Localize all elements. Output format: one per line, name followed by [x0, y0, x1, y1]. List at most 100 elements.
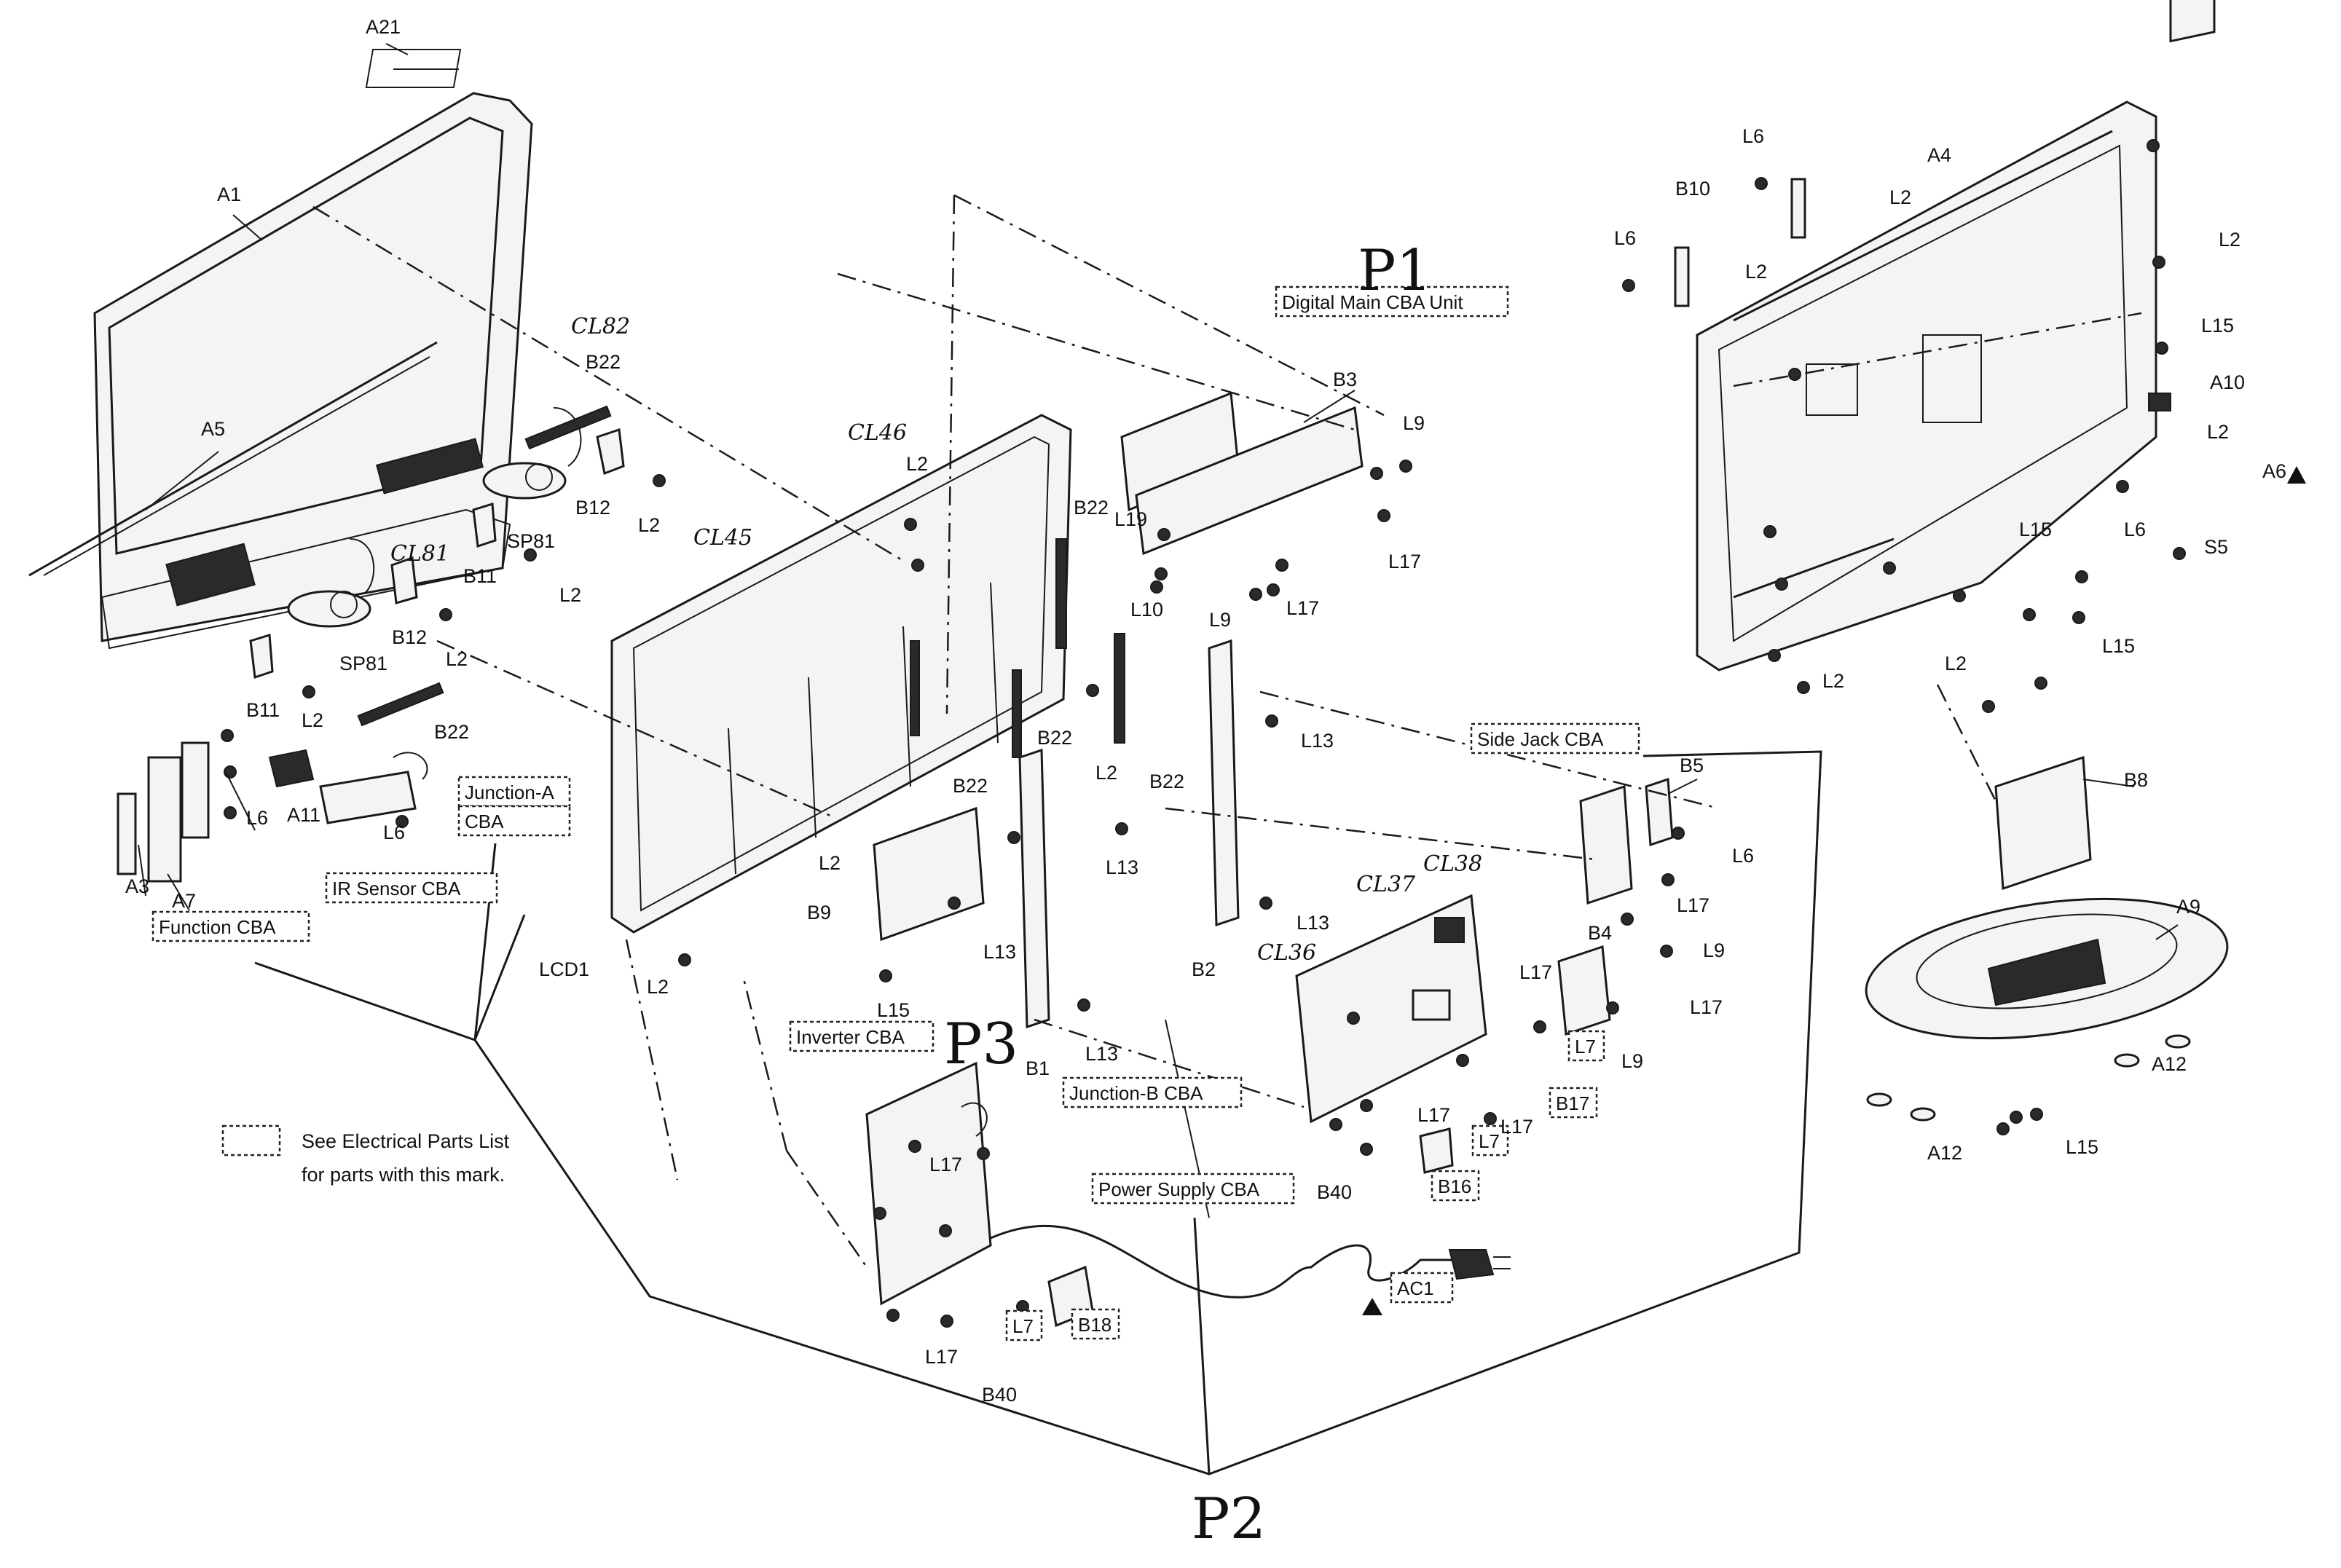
- strip-b22-middle: [1055, 538, 1067, 649]
- part-label: A7: [172, 890, 196, 912]
- boxed-label-b18: B18: [1078, 1314, 1112, 1336]
- part-label: L9: [1621, 1050, 1643, 1072]
- boxed-label-frame: [1471, 1124, 1509, 1157]
- screw: [2147, 139, 2160, 152]
- boxed-label-l7-a: L7: [1575, 1036, 1596, 1057]
- boxed-label-side-jack: Side Jack CBA: [1477, 728, 1604, 750]
- inverter-board: [865, 1061, 992, 1306]
- part-label: A6: [2262, 460, 2286, 482]
- part-label: B40: [982, 1384, 1017, 1406]
- screw: [1621, 913, 1634, 926]
- bracket-b1: [1018, 748, 1050, 1029]
- screw: [1788, 368, 1801, 381]
- part-label: B11: [463, 565, 497, 587]
- boxed-label-b16: B16: [1438, 1175, 1471, 1197]
- part-label: A12: [1927, 1142, 1962, 1164]
- screw: [977, 1147, 990, 1160]
- screw: [1007, 831, 1020, 844]
- part-label: L13: [1301, 730, 1334, 752]
- callout-letter: P1: [1358, 238, 1432, 304]
- part-label: L2: [1745, 261, 1767, 283]
- screw: [2030, 1108, 2043, 1121]
- part-label: L2: [1822, 670, 1844, 692]
- ac-power-cord: [990, 1224, 1511, 1299]
- boxed-label-junction-a-1: Junction-A: [465, 781, 554, 803]
- part-label: L13: [1106, 856, 1138, 878]
- handwritten-label: CL38: [1423, 851, 1482, 877]
- screw: [940, 1315, 953, 1328]
- screw: [224, 806, 237, 819]
- part-label: L13: [1297, 912, 1329, 934]
- boxed-label-power-supply: Power Supply CBA: [1098, 1178, 1260, 1200]
- legend-line2: for parts with this mark.: [302, 1164, 505, 1186]
- part-label: L17: [1388, 551, 1421, 572]
- part-label: L6: [246, 807, 268, 829]
- part-label: A10: [2210, 371, 2245, 393]
- boxed-label-frame: [1390, 1272, 1454, 1304]
- part-label: B12: [575, 497, 610, 519]
- legend: See Electrical Parts List for parts with…: [221, 1124, 510, 1186]
- legend-dotted-box: [221, 1124, 281, 1157]
- part-label: A5: [201, 418, 225, 440]
- part-label: B10: [1675, 178, 1710, 200]
- rear-cabinet-a4: [1696, 101, 2157, 671]
- screw: [2010, 1111, 2023, 1124]
- part-label: B2: [1192, 958, 1216, 980]
- screw: [1329, 1118, 1342, 1131]
- lcd-panel-lcd1: [610, 414, 1072, 934]
- screw: [1259, 897, 1272, 910]
- foot-a12-2: [1866, 1092, 1892, 1107]
- bracket-b12-right: [596, 428, 625, 476]
- warning-icon: [2287, 466, 2306, 484]
- part-label: B8: [2124, 769, 2148, 791]
- screw-group: [221, 139, 2186, 1328]
- screw: [1115, 822, 1128, 835]
- bracket-b11-right: [472, 503, 497, 548]
- part-label: LCD1: [539, 958, 589, 980]
- screw: [1456, 1054, 1469, 1067]
- screw: [1661, 873, 1675, 886]
- bracket-b4: [1557, 945, 1611, 1036]
- stand-neck-b8: [1994, 755, 2092, 891]
- part-label: L15: [877, 999, 910, 1021]
- part-label: L15: [2066, 1136, 2098, 1158]
- screw: [1606, 1001, 1619, 1015]
- screw: [1347, 1012, 1360, 1025]
- foot-a12-1: [2114, 1053, 2140, 1068]
- screw: [1953, 589, 1966, 602]
- screw: [2173, 547, 2186, 560]
- stand-base-a9: [1865, 897, 2229, 1040]
- foot-a12-3: [1910, 1107, 1936, 1122]
- part-label: L2: [819, 852, 841, 874]
- screw: [1763, 525, 1777, 538]
- screw: [1755, 177, 1768, 190]
- screw: [2023, 608, 2036, 621]
- part-label: B22: [1149, 771, 1184, 792]
- power-supply-board: [1295, 894, 1487, 1124]
- part-label: B22: [1037, 727, 1072, 749]
- part-label: L6: [2124, 519, 2146, 540]
- boxed-label-frame: [152, 910, 310, 942]
- part-label: A3: [125, 875, 149, 897]
- handwritten-label: CL46: [848, 420, 907, 446]
- part-label: B12: [392, 626, 427, 648]
- part-label: L2: [1889, 186, 1911, 208]
- screw: [1154, 567, 1168, 580]
- part-label: B22: [586, 351, 621, 373]
- handwritten-label: CL37: [1356, 872, 1416, 897]
- screw: [886, 1309, 900, 1322]
- screw: [873, 1207, 886, 1220]
- part-label: A11: [287, 804, 320, 826]
- screw: [1377, 509, 1390, 522]
- boxed-label-frame: [325, 872, 498, 904]
- callout-letter: P2: [1192, 1486, 1266, 1552]
- part-label: L15: [2019, 519, 2052, 540]
- strip-b22-top: [524, 405, 612, 450]
- handwritten-label: CL36: [1257, 940, 1316, 966]
- screw: [653, 474, 666, 487]
- boxed-label-l7-b: L7: [1479, 1130, 1500, 1152]
- boxed-label-frame: [457, 805, 571, 837]
- boxed-label-ir-sensor: IR Sensor CBA: [332, 878, 461, 899]
- part-label: L17: [1286, 597, 1319, 619]
- strip-b22-lower: [1114, 633, 1125, 744]
